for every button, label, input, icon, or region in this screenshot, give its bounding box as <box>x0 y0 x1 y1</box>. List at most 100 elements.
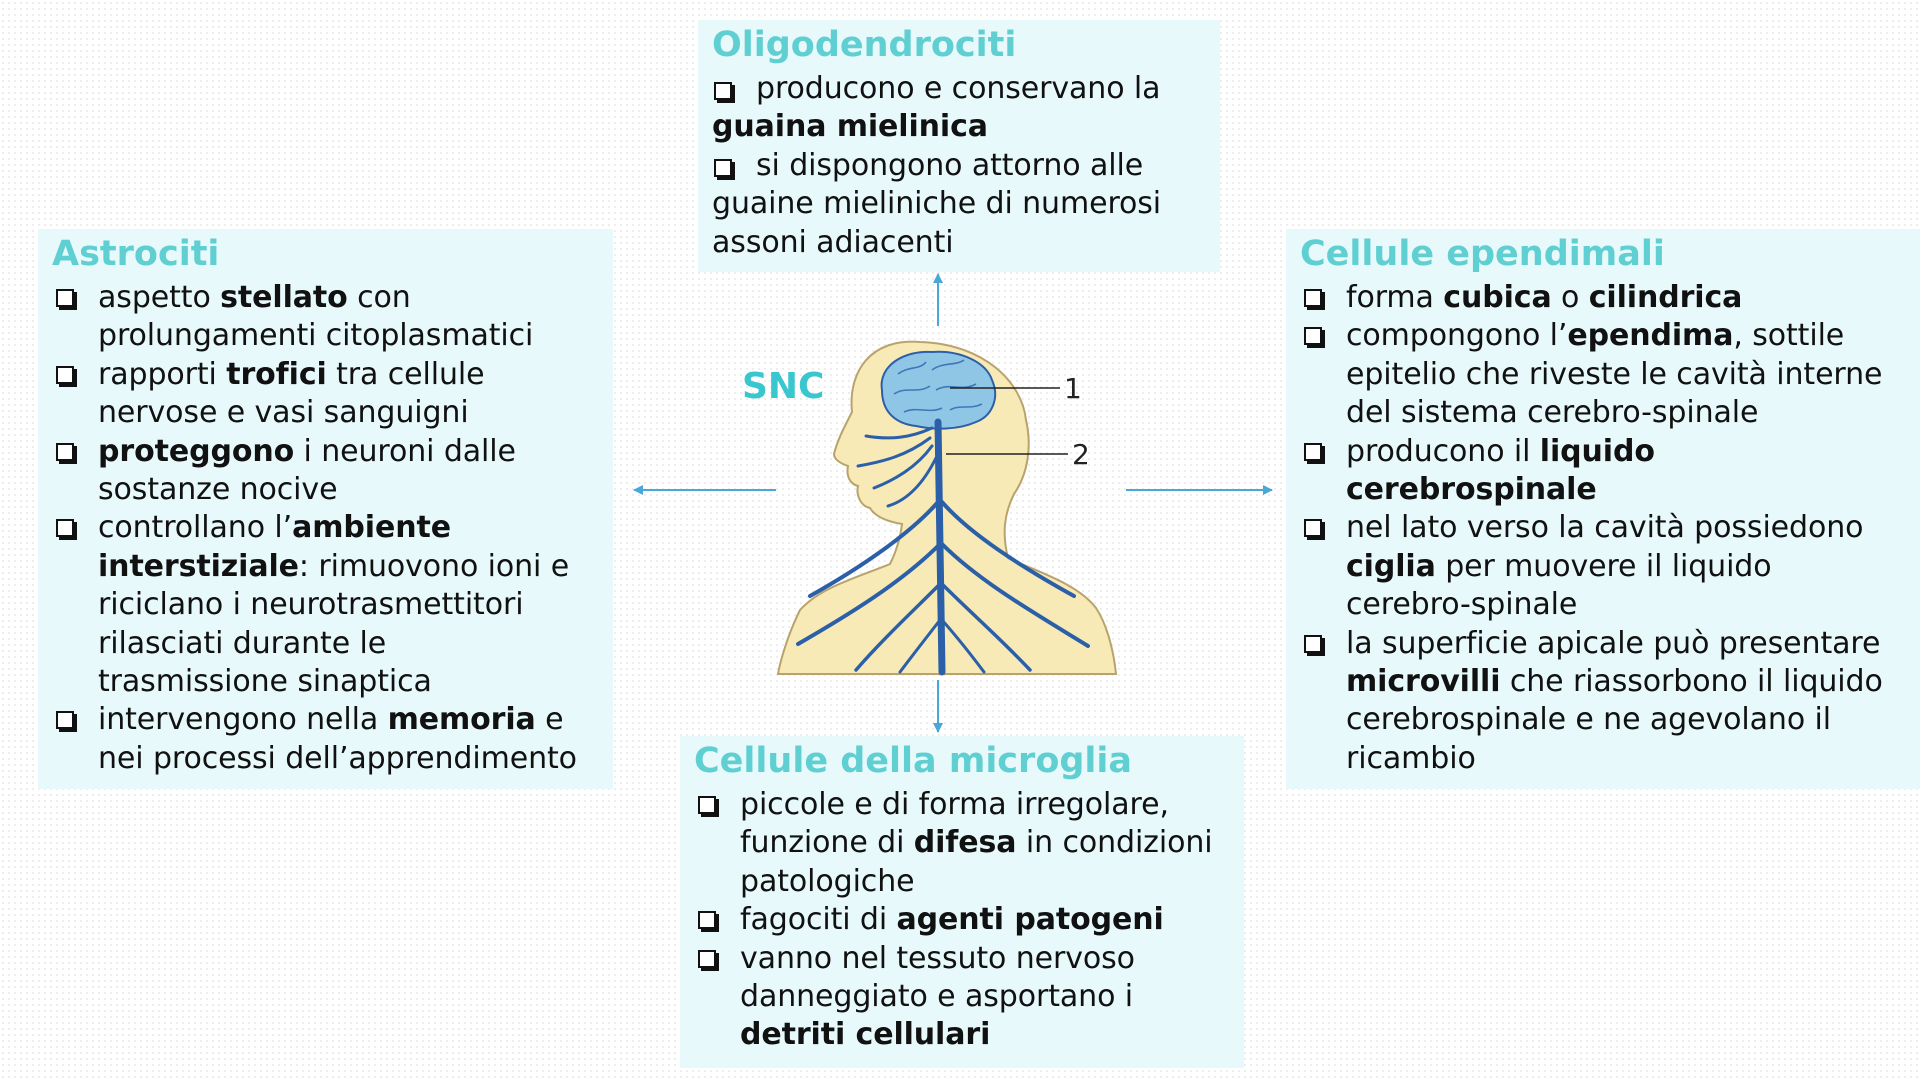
label-1: 1 <box>1064 372 1082 405</box>
text-segment: del sistema cerebro-spinale <box>1346 395 1759 431</box>
list-item-line: riciclano i neurotrasmettitori <box>98 586 599 624</box>
microglia-list: piccole e di forma irregolare,funzione d… <box>694 786 1230 1055</box>
list-item-line: trasmissione sinaptica <box>98 663 599 701</box>
list-item-line: controllano l’ambiente <box>56 509 599 547</box>
list-item-line: cerebrospinale e ne agevolano il <box>1346 701 1906 739</box>
text-segment: cerebrospinale e ne agevolano il <box>1346 702 1831 738</box>
bold-term: guaina mielinica <box>712 109 988 145</box>
list-item-line: patologiche <box>740 863 1230 901</box>
brain <box>880 350 997 430</box>
text-segment: rapporti <box>98 356 227 392</box>
list-item-line: producono il liquido <box>1304 433 1906 471</box>
box-cellule-ependimali: Cellule ependimali forma cubica o cilind… <box>1286 229 1920 789</box>
text-segment: assoni adiacenti <box>712 224 954 260</box>
bold-term: agenti patogeni <box>896 902 1164 938</box>
checkbox-bullet-icon <box>1304 634 1322 653</box>
list-item-line: intervengono nella memoria e <box>56 701 599 739</box>
microglia-title: Cellule della microglia <box>694 741 1133 781</box>
bold-term: detriti cellulari <box>740 1017 991 1053</box>
bold-term: cubica <box>1443 280 1552 315</box>
checkbox-bullet-icon <box>56 442 74 461</box>
list-item-line: nel lato verso la cavità possiedono <box>1304 509 1906 547</box>
text-segment: prolungamenti citoplasmatici <box>98 318 534 354</box>
list-item-line: vanno nel tessuto nervoso <box>698 940 1230 978</box>
checkbox-bullet-icon <box>714 158 732 177</box>
box-oligodendrociti: Oligodendrociti producono e conservano l… <box>698 20 1220 272</box>
text-segment: nervose e vasi sanguigni <box>98 395 469 431</box>
text-segment: nei processi dell’apprendimento <box>98 740 577 776</box>
text-segment: si dispongono attorno alle <box>756 147 1144 183</box>
list-item-line: guaine mieliniche di numerosi <box>712 185 1206 223</box>
list-item-line: ricambio <box>1346 740 1906 778</box>
text-segment: danneggiato e asportano i <box>740 979 1133 1015</box>
list-item-line: cerebro-spinale <box>1346 586 1906 624</box>
text-segment: forma <box>1346 280 1444 315</box>
checkbox-bullet-icon <box>56 365 74 384</box>
nerves <box>796 418 1090 676</box>
list-item-line: assoni adiacenti <box>712 224 1206 262</box>
bold-term: liquido <box>1539 433 1655 469</box>
list-item-line: interstiziale: rimuovono ioni e <box>98 548 599 586</box>
checkbox-bullet-icon <box>1304 519 1322 538</box>
bold-term: trofici <box>226 356 327 392</box>
text-segment: patologiche <box>740 863 915 899</box>
checkbox-bullet-icon <box>698 911 716 930</box>
text-segment: producono il <box>1346 433 1540 469</box>
list-item-line: producono e conservano la <box>712 70 1206 108</box>
box-microglia: Cellule della microglia piccole e di for… <box>680 736 1244 1068</box>
astrociti-title: Astrociti <box>52 234 220 274</box>
text-segment: o <box>1551 280 1589 315</box>
checkbox-bullet-icon <box>56 289 74 307</box>
list-item-line: funzione di difesa in condizioni <box>740 824 1230 862</box>
list-item: fagociti di agenti patogeni <box>694 901 1230 939</box>
list-item-line: fagociti di agenti patogeni <box>698 901 1230 939</box>
text-segment: trasmissione sinaptica <box>98 664 432 700</box>
text-segment: guaine mieliniche di numerosi <box>712 186 1162 222</box>
text-segment: sostanze nocive <box>98 472 338 508</box>
bold-term: ambiente <box>292 510 451 546</box>
ependimali-title: Cellule ependimali <box>1300 234 1665 274</box>
list-item-line: danneggiato e asportano i <box>740 978 1230 1016</box>
text-segment: nel lato verso la cavità possiedono <box>1346 510 1864 546</box>
text-segment: tra cellule <box>326 356 485 392</box>
text-segment: i neuroni dalle <box>294 433 516 469</box>
text-segment: fagociti di <box>740 902 897 938</box>
checkbox-bullet-icon <box>56 711 74 730</box>
text-segment: piccole e di forma irregolare, <box>740 787 1169 822</box>
list-item-line: detriti cellulari <box>740 1016 1230 1054</box>
bold-term: proteggono <box>98 433 295 469</box>
list-item: piccole e di forma irregolare,funzione d… <box>694 786 1230 901</box>
bold-term: stellato <box>220 280 348 315</box>
text-segment: e <box>535 702 564 738</box>
text-segment: ricambio <box>1346 740 1476 776</box>
list-item-line: prolungamenti citoplasmatici <box>98 317 599 355</box>
text-segment: per muovere il liquido <box>1435 548 1772 584</box>
checkbox-bullet-icon <box>1304 289 1322 307</box>
oligodendrociti-title: Oligodendrociti <box>712 25 1017 65</box>
text-segment: con <box>347 280 411 315</box>
list-item-line: forma cubica o cilindrica <box>1304 279 1906 317</box>
list-item-line: rapporti trofici tra cellule <box>56 356 599 394</box>
bold-term: difesa <box>913 825 1017 861</box>
text-segment: intervengono nella <box>98 702 388 738</box>
text-segment: aspetto <box>98 280 221 315</box>
bold-term: ciglia <box>1346 548 1436 584</box>
list-item-line: compongono l’ependima, sottile <box>1304 317 1906 355</box>
label-2: 2 <box>1072 438 1090 471</box>
bold-term: cerebrospinale <box>1346 472 1597 508</box>
text-segment: la superficie apicale può presentare <box>1346 625 1881 661</box>
bold-term: ependima <box>1567 318 1734 354</box>
